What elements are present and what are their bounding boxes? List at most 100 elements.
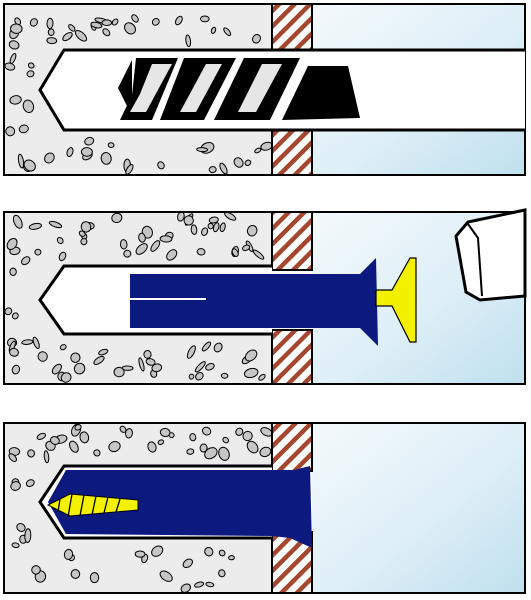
aggregate-stone bbox=[9, 267, 17, 276]
aggregate-stone bbox=[188, 373, 195, 380]
aggregate-stones bbox=[4, 14, 273, 175]
aggregate-stone bbox=[102, 28, 111, 37]
aggregate-stone bbox=[4, 307, 13, 316]
aggregate-stone bbox=[186, 345, 196, 359]
aggregate-stone bbox=[205, 581, 215, 588]
aggregate-stones bbox=[8, 423, 273, 593]
aggregate-stone bbox=[60, 372, 72, 383]
aggregate-stone bbox=[201, 341, 212, 352]
aggregate-stone bbox=[180, 583, 191, 593]
aggregate-stone bbox=[150, 240, 161, 252]
aggregate-stone bbox=[147, 441, 157, 453]
aggregate-stone bbox=[119, 425, 127, 433]
panel-frame bbox=[3, 422, 526, 594]
aggregate-stone bbox=[26, 70, 35, 78]
aggregate-stone bbox=[107, 142, 115, 149]
aggregate-stone bbox=[21, 339, 34, 345]
aggregate-stone bbox=[166, 249, 178, 261]
aggregate-stone bbox=[219, 162, 228, 175]
aggregate-stone bbox=[11, 542, 20, 549]
aggregate-stone bbox=[194, 581, 205, 588]
panel-2-insert-plug bbox=[3, 208, 527, 385]
aggregate-stone bbox=[244, 349, 258, 362]
aggregate-stone bbox=[218, 549, 226, 557]
aggregate-stone bbox=[16, 522, 26, 533]
aggregate-stone bbox=[25, 479, 35, 487]
aggregate-stone bbox=[151, 363, 163, 373]
aggregate-stone bbox=[210, 26, 217, 34]
aggregate-stone bbox=[204, 546, 214, 557]
aggregate-stone bbox=[220, 372, 229, 379]
aggregate-stone bbox=[145, 358, 156, 366]
aggregate-stone bbox=[157, 161, 165, 170]
aggregate-stone bbox=[222, 436, 230, 444]
screwdriver-tip-edge bbox=[467, 223, 483, 297]
aggregate-stone bbox=[183, 215, 194, 226]
aggregate-stone bbox=[80, 221, 92, 233]
screw-head bbox=[375, 257, 417, 343]
aggregate-stone bbox=[10, 481, 21, 491]
aggregate-stone bbox=[241, 244, 251, 252]
aggregate-stone bbox=[49, 436, 60, 445]
aggregate-stone bbox=[259, 446, 272, 458]
aggregate-stone bbox=[185, 34, 192, 48]
aggregate-stone bbox=[159, 235, 173, 243]
aggregate-stone bbox=[101, 19, 113, 27]
aggregate-stone bbox=[29, 18, 38, 27]
aggregate-stone bbox=[24, 528, 32, 544]
aggregate-stone bbox=[186, 448, 195, 455]
drill-tip bbox=[118, 60, 132, 116]
aggregate-stone bbox=[243, 367, 259, 379]
aggregate-stone bbox=[246, 440, 259, 454]
drill-highlight bbox=[238, 64, 282, 112]
aggregate-stone bbox=[9, 347, 19, 357]
aggregate-stone bbox=[123, 249, 132, 258]
aggregate-stone bbox=[46, 17, 54, 30]
aggregate-stone bbox=[31, 565, 41, 575]
aggregate-stone bbox=[79, 431, 90, 444]
aggregate-stone bbox=[204, 447, 218, 460]
aggregate-stone bbox=[58, 251, 67, 262]
aggregate-stone bbox=[44, 152, 55, 164]
aggregate-stone bbox=[233, 157, 244, 168]
aggregate-stone bbox=[66, 147, 74, 158]
aggregate-stone bbox=[113, 366, 125, 378]
aggregate-stone bbox=[201, 426, 212, 436]
aggregate-stones bbox=[4, 211, 266, 383]
aggregate-stone bbox=[134, 550, 146, 558]
aggregate-stone bbox=[208, 166, 217, 174]
aggregate-stone bbox=[151, 545, 164, 557]
aggregate-stone bbox=[201, 227, 209, 236]
aggregate-stone bbox=[68, 24, 76, 32]
aggregate-stone bbox=[223, 27, 232, 37]
plaster-layer-bottom bbox=[271, 123, 313, 176]
aggregate-stone bbox=[80, 238, 88, 246]
twist-drill-bit bbox=[118, 58, 360, 120]
aggregate-stone bbox=[74, 424, 82, 431]
aggregate-stone bbox=[207, 222, 214, 230]
aggregate-stone bbox=[69, 440, 79, 453]
aggregate-stone bbox=[131, 14, 139, 23]
screw-thread bbox=[115, 498, 121, 513]
aggregate-stone bbox=[80, 147, 93, 157]
screw-thread bbox=[103, 496, 109, 514]
aggregate-stone bbox=[196, 248, 206, 256]
aggregate-stone bbox=[62, 32, 73, 42]
aggregate-stone bbox=[219, 222, 226, 233]
aggregate-stone bbox=[119, 239, 128, 250]
aggregate-stone bbox=[8, 453, 17, 462]
screw-thread bbox=[57, 498, 61, 513]
aggregate-stone bbox=[73, 362, 86, 375]
aggregate-stone bbox=[63, 548, 74, 560]
panel-3-screw-in bbox=[3, 422, 526, 594]
aggregate-stone bbox=[189, 433, 197, 442]
aggregate-stone bbox=[8, 40, 20, 50]
aggregate-stone bbox=[89, 572, 100, 584]
aggregate-stone bbox=[27, 62, 35, 69]
aggregate-stone bbox=[9, 95, 22, 105]
drill-flute bbox=[282, 66, 360, 120]
aggregate-stone bbox=[174, 15, 183, 26]
screw-thread bbox=[67, 493, 73, 518]
aggregate-stone bbox=[228, 555, 235, 561]
aggregate-stone bbox=[168, 432, 175, 439]
